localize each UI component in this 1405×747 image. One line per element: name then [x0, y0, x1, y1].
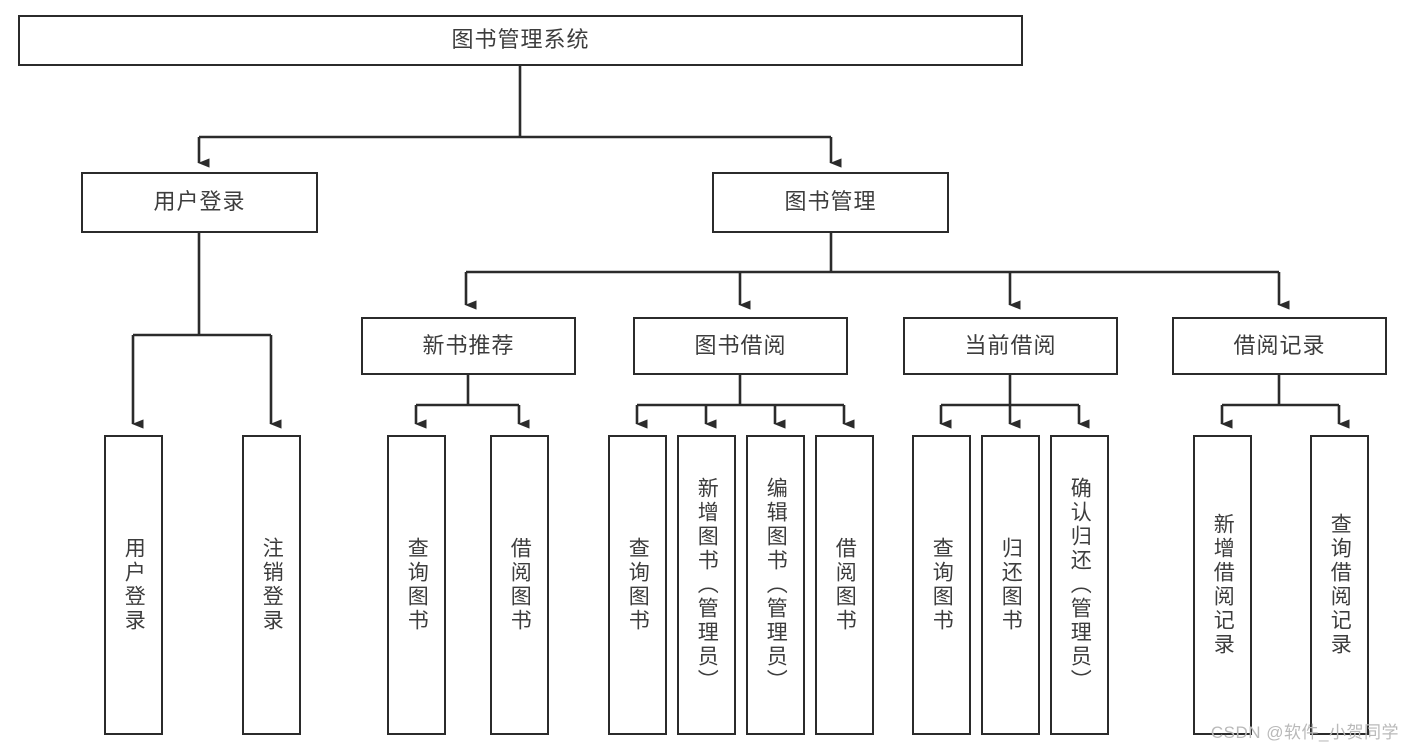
node-book-borrow-label: 图书借阅 — [694, 332, 787, 358]
node-root-label: 图书管理系统 — [451, 27, 590, 53]
leaf-new-book-borrow[interactable]: 借阅图书 — [490, 435, 549, 735]
leaf-label: 查询借阅记录 — [1328, 513, 1352, 657]
leaf-user-login-logout[interactable]: 注销登录 — [242, 435, 301, 735]
node-user-login[interactable]: 用户登录 — [81, 172, 318, 233]
leaf-label: 新增图书（管理员） — [695, 477, 719, 693]
leaf-label: 查询图书 — [626, 537, 650, 633]
leaf-book-borrow-add[interactable]: 新增图书（管理员） — [677, 435, 736, 735]
node-borrow-record-label: 借阅记录 — [1233, 332, 1326, 358]
node-book-borrow[interactable]: 图书借阅 — [633, 317, 848, 375]
leaf-current-borrow-confirm-return[interactable]: 确认归还（管理员） — [1050, 435, 1109, 735]
node-book-management-label: 图书管理 — [784, 189, 877, 215]
node-current-borrow[interactable]: 当前借阅 — [903, 317, 1118, 375]
node-current-borrow-label: 当前借阅 — [964, 332, 1057, 358]
node-new-book-recommend-label: 新书推荐 — [422, 332, 515, 358]
leaf-label: 查询图书 — [405, 537, 429, 633]
leaf-label: 借阅图书 — [508, 537, 532, 633]
leaf-borrow-record-query[interactable]: 查询借阅记录 — [1310, 435, 1369, 735]
node-new-book-recommend[interactable]: 新书推荐 — [361, 317, 576, 375]
leaf-label: 注销登录 — [260, 537, 284, 633]
leaf-new-book-query[interactable]: 查询图书 — [387, 435, 446, 735]
leaf-book-borrow-edit[interactable]: 编辑图书（管理员） — [746, 435, 805, 735]
leaf-label: 新增借阅记录 — [1211, 513, 1235, 657]
leaf-label: 归还图书 — [999, 537, 1023, 633]
node-root[interactable]: 图书管理系统 — [18, 15, 1023, 66]
leaf-current-borrow-return[interactable]: 归还图书 — [981, 435, 1040, 735]
leaf-label: 借阅图书 — [833, 537, 857, 633]
leaf-label: 用户登录 — [122, 537, 146, 633]
leaf-label: 确认归还（管理员） — [1068, 477, 1092, 693]
leaf-user-login-login[interactable]: 用户登录 — [104, 435, 163, 735]
node-user-login-label: 用户登录 — [153, 189, 246, 215]
node-borrow-record[interactable]: 借阅记录 — [1172, 317, 1387, 375]
leaf-book-borrow-query[interactable]: 查询图书 — [608, 435, 667, 735]
node-book-management[interactable]: 图书管理 — [712, 172, 949, 233]
leaf-borrow-record-add[interactable]: 新增借阅记录 — [1193, 435, 1252, 735]
leaf-book-borrow-borrow[interactable]: 借阅图书 — [815, 435, 874, 735]
watermark-text: CSDN @软件_小贺同学 — [1210, 723, 1399, 742]
leaf-current-borrow-query[interactable]: 查询图书 — [912, 435, 971, 735]
leaf-label: 查询图书 — [930, 537, 954, 633]
leaf-label: 编辑图书（管理员） — [764, 477, 788, 693]
